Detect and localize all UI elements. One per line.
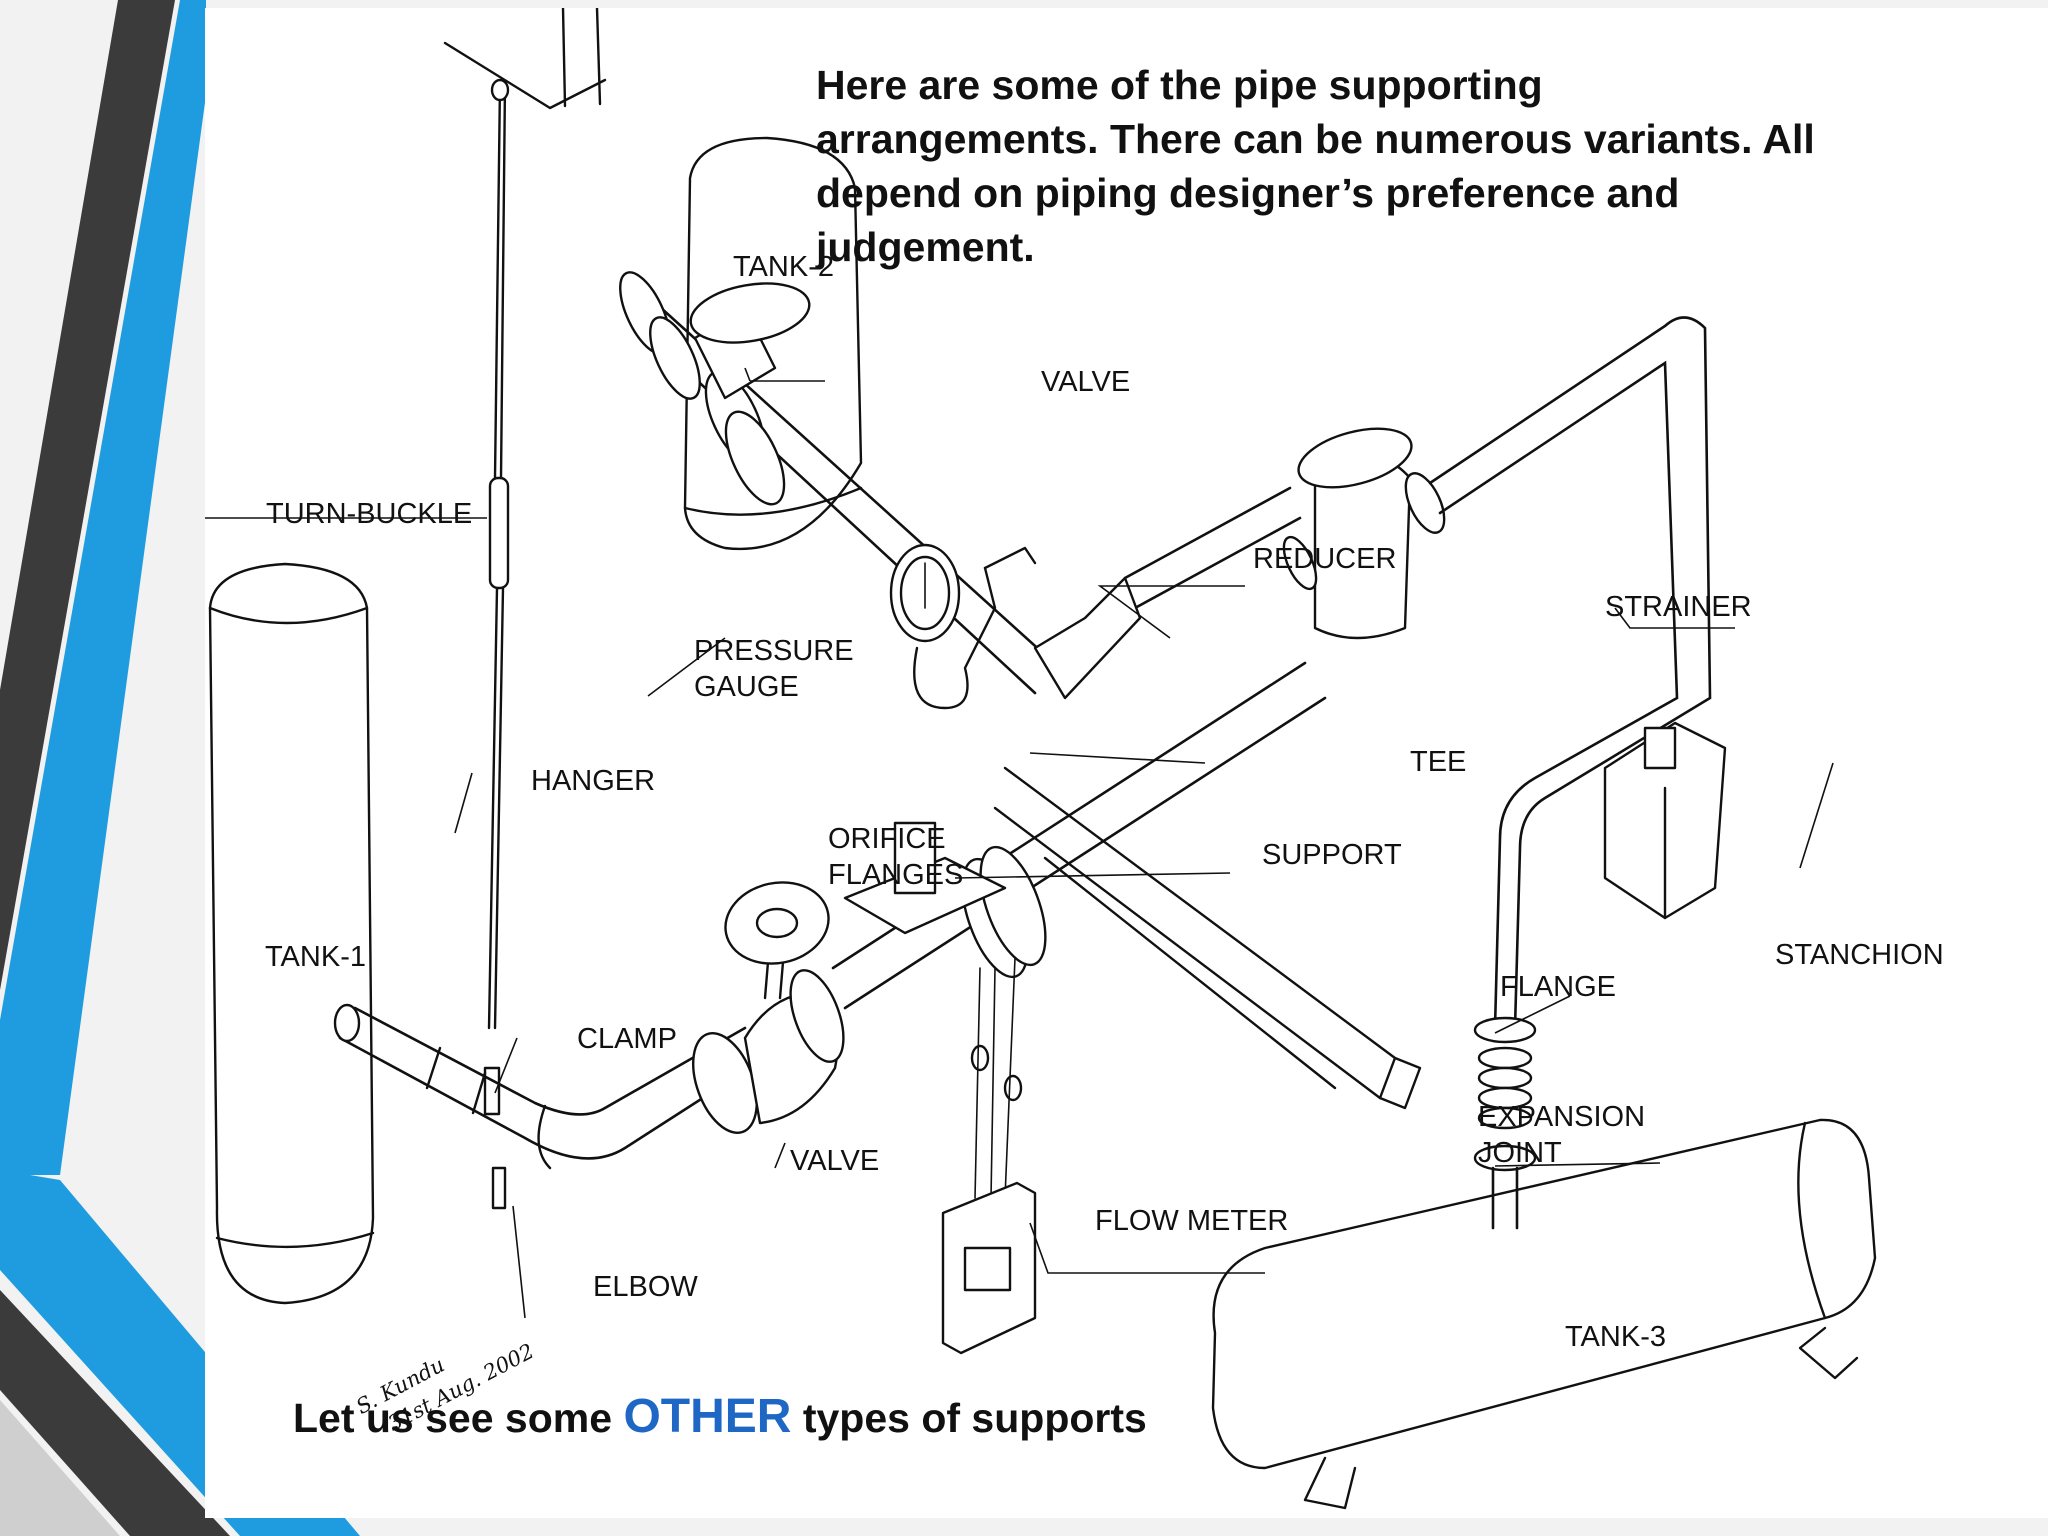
label-gauge: GAUGE bbox=[694, 671, 799, 703]
label-turn-buckle: TURN-BUCKLE bbox=[266, 498, 472, 530]
label-stanchion: STANCHION bbox=[1775, 939, 1944, 971]
label-flanges: FLANGES bbox=[828, 859, 963, 891]
expansion-joint bbox=[1473, 1016, 1537, 1230]
label-valve-lower: VALVE bbox=[790, 1145, 879, 1177]
label-elbow: ELBOW bbox=[593, 1271, 698, 1303]
pressure-gauge bbox=[889, 543, 1037, 710]
upper-pipe-run bbox=[619, 271, 1302, 700]
label-flange: FLANGE bbox=[1500, 971, 1616, 1003]
label-expansion: EXPANSION bbox=[1478, 1101, 1645, 1133]
ceiling-beam bbox=[443, 8, 607, 110]
label-tee: TEE bbox=[1410, 746, 1466, 778]
label-reducer: REDUCER bbox=[1253, 543, 1396, 575]
stanchion bbox=[1603, 721, 1727, 920]
label-clamp: CLAMP bbox=[577, 1023, 677, 1055]
piping-isometric-drawing: TANK-1 TANK-2 TANK-3 TURN-BUCKLE HANGER … bbox=[205, 8, 1944, 1510]
lower-valve bbox=[692, 881, 845, 1134]
diagram-panel: TANK-1 TANK-2 TANK-3 TURN-BUCKLE HANGER … bbox=[205, 8, 2048, 1518]
footer-text: Let us see some OTHER types of supports bbox=[293, 1388, 1193, 1447]
i-beam-support bbox=[843, 766, 1422, 1110]
label-joint: JOINT bbox=[1478, 1137, 1562, 1169]
label-tank-3: TANK-3 bbox=[1565, 1321, 1666, 1353]
label-flow-meter: FLOW METER bbox=[1095, 1205, 1288, 1237]
label-pressure: PRESSURE bbox=[694, 635, 854, 667]
tank-1 bbox=[208, 562, 375, 1305]
label-leaders bbox=[205, 367, 1834, 1319]
flow-meter bbox=[941, 1181, 1037, 1355]
label-support: SUPPORT bbox=[1262, 839, 1402, 871]
footer-highlight: OTHER bbox=[623, 1390, 792, 1443]
label-tank-1: TANK-1 bbox=[265, 941, 366, 973]
label-orifice: ORIFICE bbox=[828, 823, 946, 855]
strainer bbox=[1282, 427, 1446, 640]
heading-text: Here are some of the pipe supporting arr… bbox=[816, 62, 1815, 270]
label-valve-upper: VALVE bbox=[1041, 366, 1130, 398]
label-tank-2: TANK-2 bbox=[733, 251, 834, 283]
footer-text-before: Let us see some bbox=[293, 1395, 613, 1441]
riser-loop bbox=[1428, 316, 1712, 1030]
label-hanger: HANGER bbox=[531, 765, 655, 797]
hanger-rod bbox=[483, 78, 510, 1210]
label-strainer: STRAINER bbox=[1605, 591, 1752, 623]
lower-pipe-run bbox=[333, 661, 1327, 1170]
footer-text-after: types of supports bbox=[802, 1395, 1147, 1441]
tank-3 bbox=[1211, 1118, 1877, 1510]
